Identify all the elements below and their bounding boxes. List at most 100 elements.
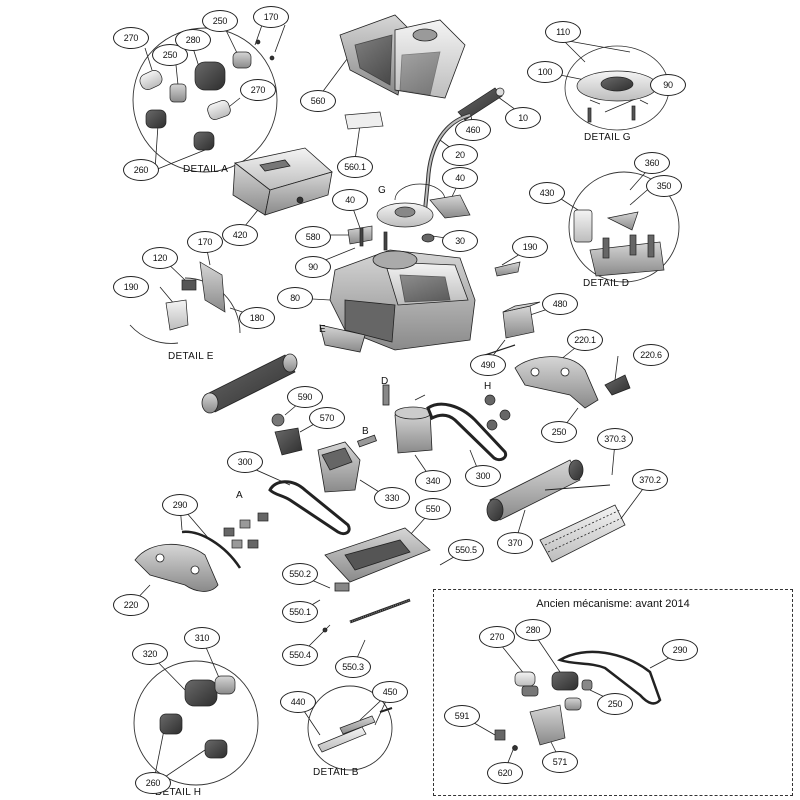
callout-370-2: 370.2 — [632, 469, 668, 491]
inset-callout-280: 280 — [515, 619, 551, 641]
callout-360: 360 — [634, 152, 670, 174]
inset-callout-250: 250 — [597, 693, 633, 715]
pump-motor-340 — [382, 384, 433, 454]
callout-270: 270 — [240, 79, 276, 101]
callout-330: 330 — [374, 487, 410, 509]
callout-110: 110 — [545, 21, 581, 43]
chassis-550 — [324, 527, 431, 583]
detail-g-label: DETAIL G — [584, 132, 631, 143]
side-plate-220 — [134, 530, 242, 592]
detail-d-label: DETAIL D — [583, 278, 630, 289]
detail-b-label: DETAIL B — [313, 767, 359, 778]
callout-420: 420 — [222, 224, 258, 246]
callout-100: 100 — [527, 61, 563, 83]
main-body-80 — [319, 249, 476, 353]
callout-550-1: 550.1 — [282, 601, 318, 623]
detail-e-label: DETAIL E — [168, 351, 214, 362]
callout-340: 340 — [415, 470, 451, 492]
callout-20: 20 — [442, 144, 478, 166]
callout-220-6: 220.6 — [633, 344, 669, 366]
detail-a-parts — [139, 39, 275, 151]
filter-cover-parts — [347, 183, 471, 251]
callout-440: 440 — [280, 691, 316, 713]
callout-580: 580 — [295, 226, 331, 248]
motor-330 — [317, 434, 377, 493]
callout-270: 270 — [113, 27, 149, 49]
detail-e-parts — [165, 261, 226, 331]
detail-g-parts — [576, 70, 658, 123]
callout-560: 560 — [300, 90, 336, 112]
detail-a-label: DETAIL A — [183, 164, 229, 175]
callout-550-4: 550.4 — [282, 644, 318, 666]
detail-a-small-parts — [223, 512, 269, 549]
callout-250: 250 — [541, 421, 577, 443]
block-480 — [484, 301, 541, 356]
letter-b-tag: B — [362, 426, 369, 437]
callout-260: 260 — [135, 772, 171, 794]
seal-560-1 — [344, 111, 384, 130]
inset-callout-290: 290 — [662, 639, 698, 661]
callout-460: 460 — [455, 119, 491, 141]
callout-40: 40 — [442, 167, 478, 189]
detail-h-label: DETAIL H — [155, 787, 202, 798]
small-parts-550-x — [322, 582, 411, 633]
callout-560-1: 560.1 — [337, 156, 373, 178]
inset-callout-591: 591 — [444, 705, 480, 727]
callout-170: 170 — [187, 231, 223, 253]
detail-b-parts — [317, 707, 393, 753]
letter-d-tag: D — [381, 376, 389, 387]
brush-roller-left — [201, 353, 298, 414]
callout-10: 10 — [505, 107, 541, 129]
callout-450: 450 — [372, 681, 408, 703]
detail-h-parts — [159, 675, 236, 759]
callout-550: 550 — [415, 498, 451, 520]
letter-a-tag: A — [236, 490, 243, 501]
detail-d-parts — [573, 209, 665, 277]
hose-20-inner — [424, 114, 471, 211]
callout-190: 190 — [113, 276, 149, 298]
callout-180: 180 — [239, 307, 275, 329]
callout-430: 430 — [529, 182, 565, 204]
callout-590: 590 — [287, 386, 323, 408]
side-plate-220-1 — [514, 356, 631, 409]
pin-190 — [494, 261, 521, 277]
inset-parts — [494, 650, 662, 751]
tracks-300 — [268, 402, 508, 536]
detail-circles — [129, 27, 680, 786]
callout-310: 310 — [184, 627, 220, 649]
letter-e-tag: E — [319, 324, 326, 335]
callout-280: 280 — [175, 29, 211, 51]
callout-260: 260 — [123, 159, 159, 181]
callout-320: 320 — [132, 643, 168, 665]
callout-300: 300 — [465, 465, 501, 487]
callout-290: 290 — [162, 494, 198, 516]
callout-250: 250 — [152, 44, 188, 66]
letter-h-tag: H — [484, 381, 492, 392]
callout-480: 480 — [542, 293, 578, 315]
callout-550-3: 550.3 — [335, 656, 371, 678]
brush-370-2 — [539, 504, 626, 563]
callout-370-3: 370.3 — [597, 428, 633, 450]
callout-190: 190 — [512, 236, 548, 258]
callout-90: 90 — [295, 256, 331, 278]
old-mechanism-inset: Ancien mécanisme: avant 2014 — [433, 589, 793, 796]
callout-490: 490 — [470, 354, 506, 376]
callout-550-2: 550.2 — [282, 563, 318, 585]
detail-h-top-parts — [484, 394, 511, 431]
callout-170: 170 — [253, 6, 289, 28]
callout-300: 300 — [227, 451, 263, 473]
callout-80: 80 — [277, 287, 313, 309]
inset-title: Ancien mécanisme: avant 2014 — [536, 598, 690, 610]
callout-550-5: 550.5 — [448, 539, 484, 561]
roller-370 — [486, 459, 611, 522]
callout-370: 370 — [497, 532, 533, 554]
inset-callout-620: 620 — [487, 762, 523, 784]
callout-250: 250 — [202, 10, 238, 32]
callout-120: 120 — [142, 247, 178, 269]
callout-350: 350 — [646, 175, 682, 197]
letter-g-tag: G — [378, 185, 386, 196]
gear-parts-570-590 — [271, 413, 303, 456]
callout-220: 220 — [113, 594, 149, 616]
